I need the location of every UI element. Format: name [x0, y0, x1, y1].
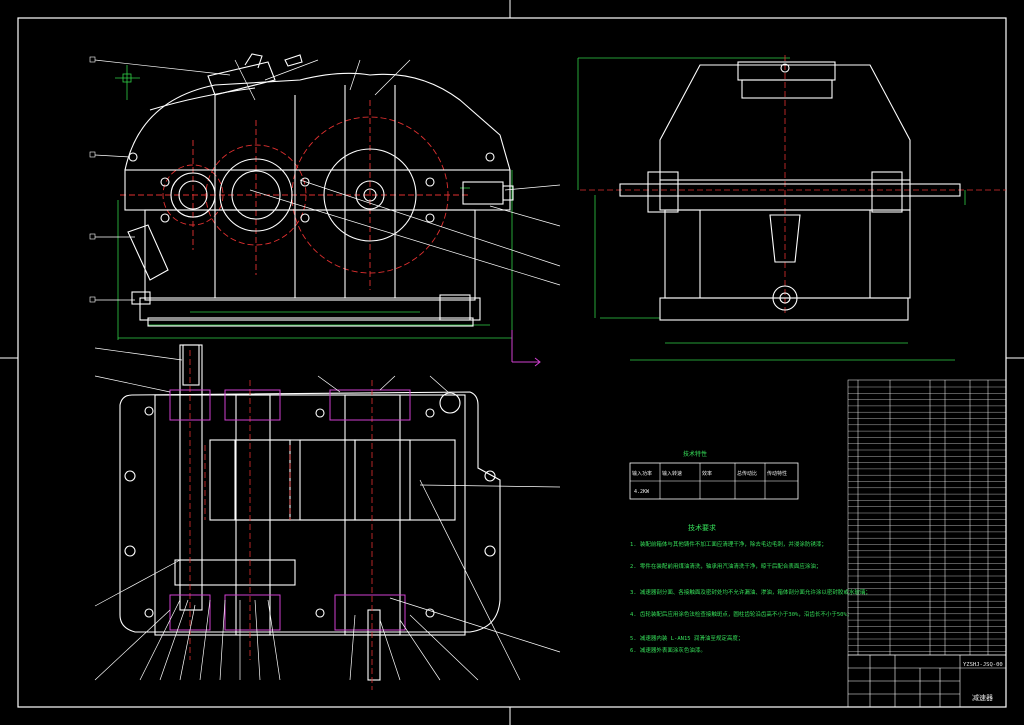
- top-view-leaders: [94, 347, 561, 681]
- side-view: [577, 55, 1006, 361]
- tech-characteristics-table: 技术特性 输入功率 输入转速 效率 总传动比 传动特性 4.2KW: [629, 450, 799, 500]
- side-view-dimensions: [577, 57, 966, 361]
- parts-list-rows: [848, 386, 1006, 652]
- tech-req-line-4: 4. 齿轮装配后应用涂色法检查接触斑点，圆柱齿轮沿齿高不小于30%，沿齿长不小于…: [630, 610, 852, 618]
- title-block-code: YZSHJ-JSQ-00: [963, 662, 1003, 668]
- title-block: [847, 654, 1007, 708]
- tech-req-line-3: 3. 减速器剖分面、各接触面及密封处均不允许漏油、渗油，箱体剖分面允许涂以密封胶…: [630, 588, 871, 596]
- front-view-leaders: [94, 59, 561, 301]
- side-housing-outline: [619, 61, 961, 321]
- tech-req-title: 技术要求: [688, 523, 716, 532]
- tech-char-header-2: 输入转速: [662, 470, 682, 477]
- front-view: [89, 53, 561, 367]
- tech-char-header-4: 总传动比: [737, 470, 757, 477]
- title-block-name: 减速器: [972, 693, 993, 702]
- tech-req-line-6: 6. 减速器外表面涂灰色油漆。: [630, 646, 706, 654]
- ucs-axis-icon: [511, 330, 541, 367]
- parts-list-table: [847, 379, 1007, 656]
- tech-req-line-5: 5. 减速器内装 L-AN15 润滑油至规定高度；: [630, 634, 743, 642]
- front-view-callouts: [89, 56, 96, 303]
- side-view-centerlines: [580, 55, 1006, 315]
- tech-char-header-5: 传动特性: [767, 470, 787, 477]
- top-housing-outline: [119, 344, 501, 681]
- top-view: [94, 344, 561, 690]
- tech-char-title: 技术特性: [683, 450, 707, 458]
- tech-req-line-1: 1. 装配前箱体与其他铸件不加工面应清理干净，除去毛边毛刺，并浸涂防锈漆；: [630, 540, 827, 548]
- front-housing-outline: [124, 53, 514, 327]
- tech-char-value-1: 4.2KW: [634, 489, 650, 495]
- bearing-seals: [169, 389, 411, 631]
- tech-req-line-2: 2. 零件在装配前用煤油清洗，轴承用汽油清洗干净，晾干后配合表面应涂油；: [630, 562, 821, 570]
- tech-char-header-1: 输入功率: [632, 470, 652, 477]
- technical-requirements: 技术要求 1. 装配前箱体与其他铸件不加工面应清理干净，除去毛边毛刺，并浸涂防锈…: [630, 523, 871, 654]
- tech-char-header-3: 效率: [702, 470, 712, 477]
- front-view-dimensions: [117, 170, 513, 340]
- top-view-centerlines: [189, 350, 373, 690]
- cad-crosshair-icon: [115, 65, 140, 100]
